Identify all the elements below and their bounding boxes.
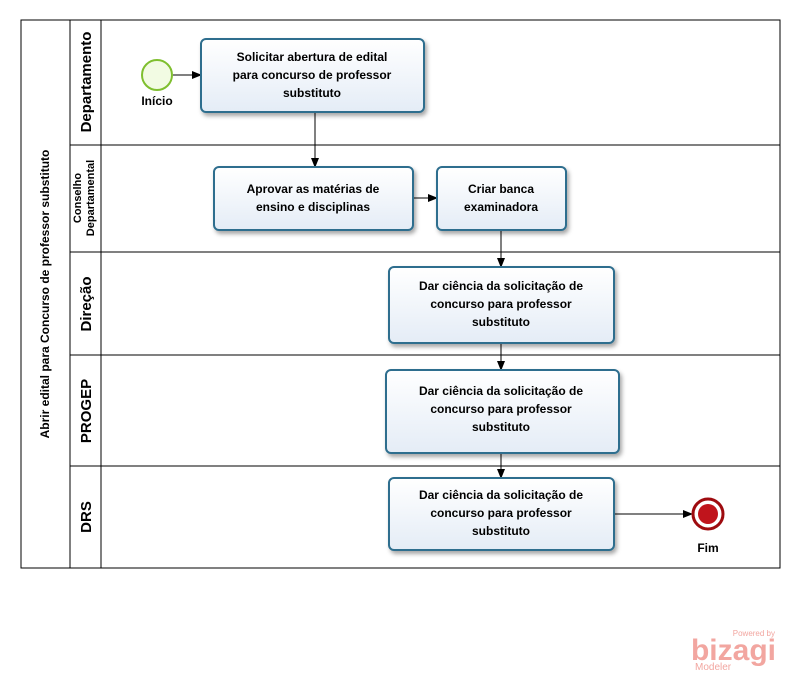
start-event[interactable]: [141, 59, 173, 91]
task-dar-ciencia-progep[interactable]: Dar ciência da solicitação de concurso p…: [385, 369, 620, 454]
pool: Abrir edital para Concurso de professor …: [20, 19, 781, 569]
lane-label-progep: PROGEP: [78, 379, 95, 443]
lane-label-conselho: Conselho Departamental: [72, 160, 97, 236]
end-event-label: Fim: [697, 541, 718, 555]
task-text-line: Solicitar abertura de edital: [237, 50, 388, 64]
pool-label: Abrir edital para Concurso de professor …: [38, 150, 52, 439]
task-dar-ciencia-direcao[interactable]: Dar ciência da solicitação de concurso p…: [388, 266, 615, 344]
lane-label-conselho-line2: Departamental: [85, 160, 97, 236]
task-text-line: Dar ciência da solicitação de: [419, 279, 583, 293]
task-dar-ciencia-drs[interactable]: Dar ciência da solicitação de concurso p…: [388, 477, 615, 551]
bizagi-watermark: Powered by bizagi Modeler: [691, 629, 776, 673]
sequence-flows: [173, 71, 693, 518]
watermark-powered: Powered by: [733, 629, 775, 638]
watermark-product: Modeler: [695, 662, 732, 673]
task-text-line: concurso para professor: [430, 402, 572, 416]
task-text-line: substituto: [283, 86, 341, 100]
task-text-line: Aprovar as matérias de: [247, 182, 380, 196]
lane-label-conselho-line1: Conselho: [72, 173, 84, 223]
task-text-line: concurso para professor: [430, 506, 572, 520]
task-text-line: Criar banca: [468, 182, 534, 196]
watermark-brand: bizagi: [691, 634, 776, 667]
task-text-line: substituto: [472, 315, 530, 329]
lane-dividers: [70, 144, 780, 467]
lane-label-departamento: Departamento: [78, 32, 95, 133]
task-text-line: ensino e disciplinas: [256, 200, 370, 214]
task-text-line: examinadora: [464, 200, 538, 214]
lane-label-direcao: Direção: [78, 276, 95, 331]
end-event[interactable]: [691, 497, 725, 531]
start-event-label: Início: [141, 94, 172, 108]
task-text-line: para concurso de professor: [233, 68, 392, 82]
task-text-line: Dar ciência da solicitação de: [419, 488, 583, 502]
task-text-line: substituto: [472, 524, 530, 538]
task-solicitar-abertura[interactable]: Solicitar abertura de edital para concur…: [200, 38, 425, 113]
task-text-line: Dar ciência da solicitação de: [419, 384, 583, 398]
lane-label-drs: DRS: [78, 501, 95, 533]
task-criar-banca[interactable]: Criar banca examinadora: [436, 166, 567, 231]
task-text-line: substituto: [472, 420, 530, 434]
task-aprovar-materias[interactable]: Aprovar as matérias de ensino e discipli…: [213, 166, 414, 231]
task-text-line: concurso para professor: [430, 297, 572, 311]
